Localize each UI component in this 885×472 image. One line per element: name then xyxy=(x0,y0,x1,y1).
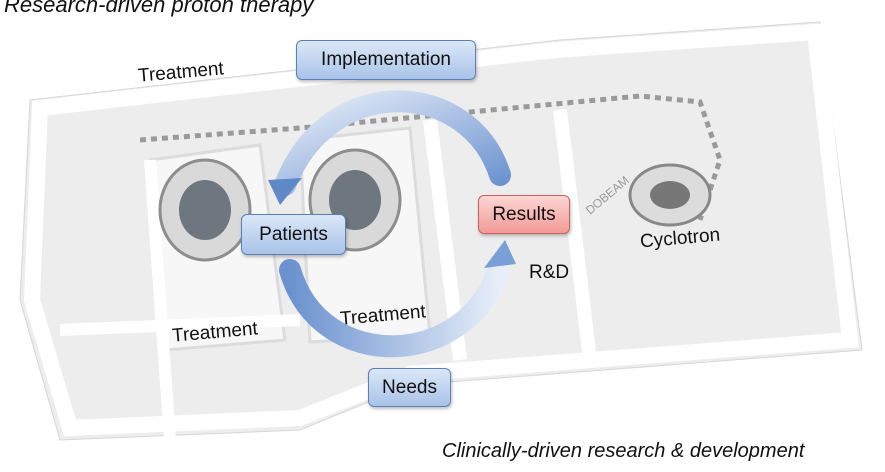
arrow-top xyxy=(274,90,511,196)
header-title: Research-driven proton therapy xyxy=(4,0,314,17)
footer-caption: Clinically-driven research & development xyxy=(442,440,805,462)
results-box: Results xyxy=(478,195,570,234)
label-rnd: R&D xyxy=(529,262,570,283)
needs-box: Needs xyxy=(368,368,451,407)
arrow-bottom xyxy=(279,254,511,358)
patients-box: Patients xyxy=(241,214,346,255)
implementation-box: Implementation xyxy=(296,40,476,80)
